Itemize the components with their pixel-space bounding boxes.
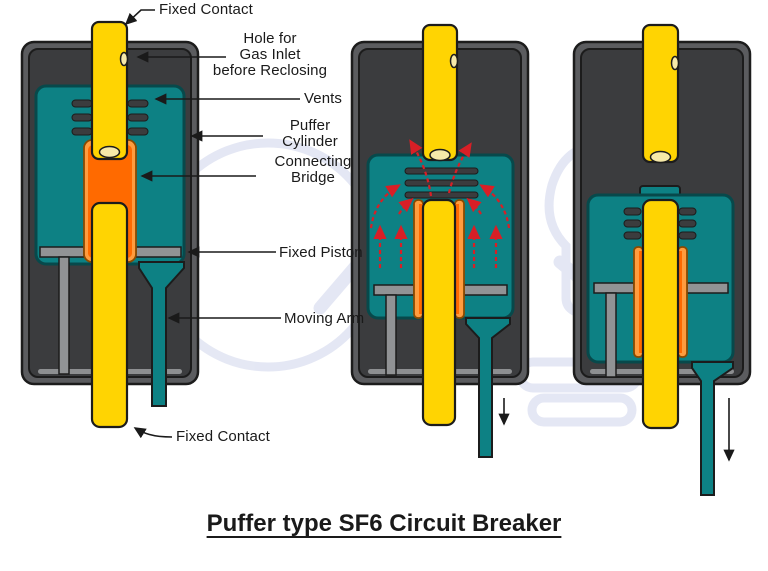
gas-inlet-hole — [670, 55, 680, 71]
gas-inlet-hole — [449, 53, 459, 69]
piston-support — [58, 256, 70, 375]
piston-support — [385, 294, 397, 376]
fixed-contact-upper — [421, 23, 459, 162]
gas-inlet-hole — [119, 51, 129, 67]
vents — [404, 167, 479, 199]
moving-arm — [138, 261, 185, 407]
gas-flow-arrows — [369, 139, 511, 268]
fixed-contact-lower — [421, 198, 457, 427]
fixed-contact-upper — [641, 23, 680, 164]
arrow-fixed-contact-bottom — [133, 427, 173, 439]
fixed-contact-lower — [90, 201, 129, 429]
moving-arm — [691, 361, 734, 496]
fixed-piston-right — [135, 246, 182, 258]
contact-tip — [649, 150, 672, 164]
label-fixed-piston: Fixed Piston — [279, 244, 363, 261]
breaker-opening — [350, 23, 530, 458]
breaker-open — [572, 23, 752, 496]
label-fixed-contact-bottom: Fixed Contact — [176, 428, 270, 445]
label-puffer-cylinder: Puffer Cylinder — [282, 117, 338, 150]
label-arrows — [124, 9, 300, 439]
fixed-piston-right — [686, 282, 729, 294]
vents — [623, 207, 697, 240]
contact-tip — [98, 145, 121, 159]
label-gas-inlet-hole: Hole for Gas Inlet before Reclosing — [212, 30, 328, 79]
fixed-piston-left — [373, 284, 415, 296]
arrow-fixed-contact-top — [124, 9, 155, 26]
label-fixed-contact-top: Fixed Contact — [159, 1, 253, 18]
label-moving-arm: Moving Arm — [284, 310, 365, 327]
connecting-bridge — [413, 199, 465, 319]
fixed-piston-right — [463, 284, 508, 296]
fixed-contact-lower — [641, 198, 680, 430]
breaker-closed — [20, 20, 200, 429]
label-vents: Vents — [304, 90, 343, 107]
fixed-piston-left — [593, 282, 635, 294]
fixed-piston-left — [39, 246, 85, 258]
piston-support — [605, 292, 617, 378]
contact-tip — [429, 148, 451, 162]
diagram-title: Puffer type SF6 Circuit Breaker — [206, 510, 562, 537]
fixed-contact-upper — [90, 20, 129, 161]
moving-arm — [465, 317, 511, 458]
label-connecting-bridge: Connecting Bridge — [274, 153, 352, 186]
